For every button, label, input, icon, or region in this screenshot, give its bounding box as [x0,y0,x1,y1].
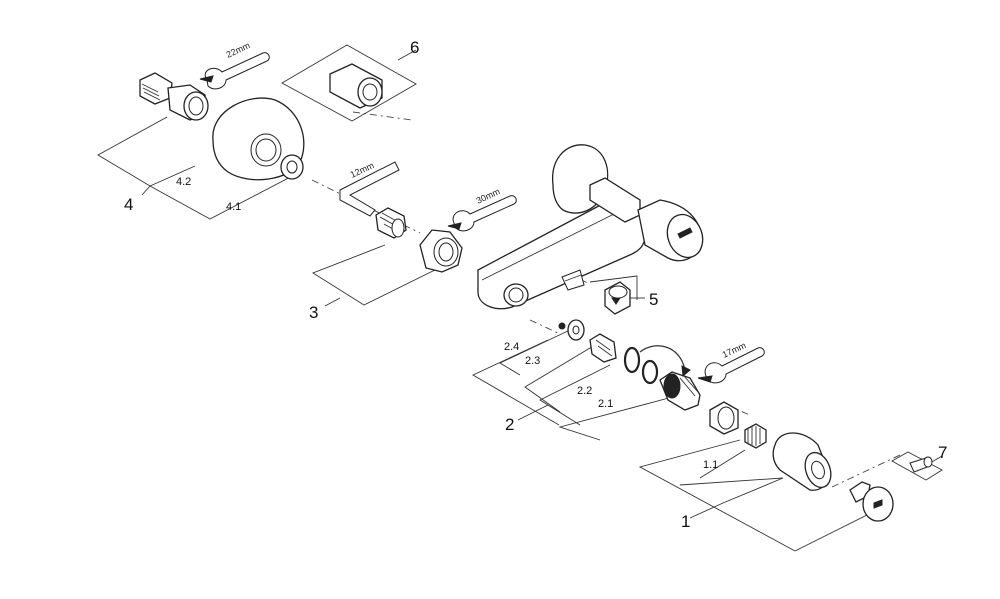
callout-4-1: 4.1 [226,201,241,213]
cartridge-group [558,319,701,411]
callout-2: 2 [505,415,514,434]
adapter-6 [329,63,383,109]
screw-7 [909,456,933,473]
leader-lines [97,44,943,552]
wall-rosette [212,97,305,181]
handle-knob [772,432,832,491]
callout-2-2: 2.2 [577,385,592,397]
callout-1-1: 1.1 [703,459,718,471]
callout-2-4: 2.4 [504,341,519,353]
union-nut [419,229,463,273]
callout-2-3: 2.3 [525,355,540,367]
callout-2-1: 2.1 [598,398,613,410]
hex-key-12mm-icon: 12mm [339,160,400,217]
mixer-body [477,144,704,310]
wrench-22mm-label: 22mm [225,40,252,60]
sleeve-5 [604,281,631,315]
callout-labels: 4 4.2 4.1 6 3 5 2.4 2.3 2.2 2.1 2 1.1 1 … [124,38,947,531]
wrench-22mm-icon: 22mm [199,40,270,90]
callout-5: 5 [649,290,658,309]
cover-cap [849,481,894,522]
wrench-30mm-icon: 30mm [447,186,517,232]
handle-ring [709,401,739,435]
spline-adapter-1-1 [744,423,767,449]
threaded-nipple [375,207,407,239]
wrench-17mm-icon: 17mm [697,340,765,384]
callout-1: 1 [681,512,690,531]
callout-6: 6 [410,38,419,57]
callout-3: 3 [309,303,318,322]
callout-7: 7 [938,443,947,462]
eccentric-connector [139,72,209,121]
callout-4-2: 4.2 [176,176,191,188]
callout-4: 4 [124,195,133,214]
washer-4-1 [280,154,304,180]
